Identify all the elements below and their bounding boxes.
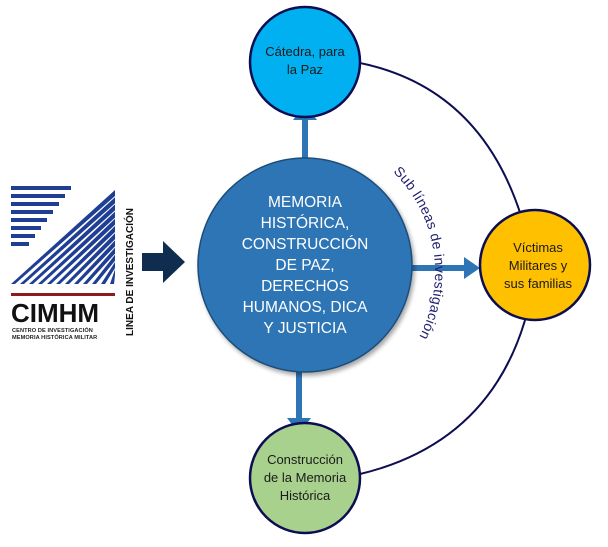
logo-stripe — [11, 190, 115, 284]
logo-subtitle-line1: CENTRO DE INVESTIGACIÓN — [12, 328, 93, 334]
entry-arrow — [142, 241, 185, 283]
top-node-label: Cátedra, para la Paz — [265, 44, 345, 77]
logo-name: CIMHM — [11, 298, 99, 328]
logo-stripe — [47, 218, 115, 284]
top-node — [248, 5, 362, 119]
logo-stripe — [83, 247, 115, 284]
logo-stripe — [65, 233, 115, 284]
logo-vertical-label: LINEA DE INVESTIGACIÓN — [123, 208, 136, 336]
logo-bar — [11, 226, 41, 230]
logo-bar — [11, 234, 35, 238]
logo-rule — [11, 293, 115, 296]
logo-stripe — [74, 240, 115, 284]
logo-bar — [11, 202, 59, 206]
bottom-node — [248, 421, 362, 535]
arrow-to-right — [405, 257, 480, 279]
logo-bar — [11, 210, 53, 214]
logo-stripes — [11, 186, 115, 284]
cimhm-logo: CIMHM LINEA DE INVESTIGACIÓN — [11, 185, 136, 336]
logo-stripe — [92, 254, 115, 284]
logo-stripe — [38, 211, 115, 284]
logo-stripe — [29, 204, 115, 284]
logo-bar — [11, 218, 47, 222]
logo-subtitle: CENTRO DE INVESTIGACIÓN MEMORIA HISTÓRIC… — [12, 328, 122, 342]
logo-stripe — [56, 226, 115, 284]
right-node — [478, 208, 592, 322]
logo-stripe — [101, 262, 115, 284]
logo-bar — [11, 186, 71, 190]
center-node — [197, 157, 413, 373]
logo-subtitle-line2: MEMORIA HISTÓRICA MILITAR — [12, 335, 98, 341]
logo-stripe — [110, 269, 115, 284]
logo-bar — [11, 194, 65, 198]
center-node-label: MEMORIA HISTÓRICA, CONSTRUCCIÓN DE PAZ, … — [241, 193, 369, 337]
bottom-node-label: Construcción de la Memoria Histórica — [263, 452, 347, 503]
logo-bar — [11, 242, 29, 246]
logo-stripe — [20, 197, 115, 284]
right-node-label: Víctimas Militares y sus familias — [504, 240, 572, 291]
